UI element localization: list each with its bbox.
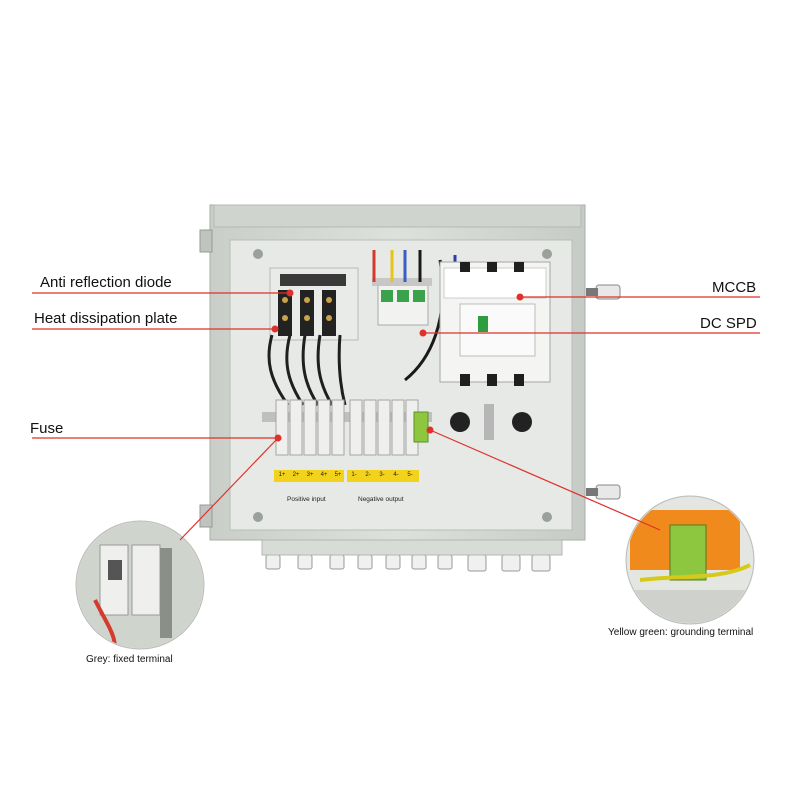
zoom-fixed-terminal: [75, 520, 205, 650]
label-negative-output: Negative output: [358, 496, 404, 503]
negative-terminal: 3-: [379, 472, 385, 478]
indicator-knobs: [450, 404, 532, 440]
positive-terminal: 2+: [292, 472, 300, 478]
mccb-breaker: [439, 261, 551, 386]
positive-terminal: 4+: [320, 472, 328, 478]
label-anti-reflection-diode: Anti reflection diode: [40, 274, 172, 291]
negative-terminal: 1-: [351, 472, 357, 478]
negative-terminal: 2-: [365, 472, 371, 478]
cable-glands: [261, 539, 563, 572]
positive-terminal: 3+: [306, 472, 314, 478]
label-yellow-green-grounding: Yellow green: grounding terminal: [608, 627, 754, 638]
fuse-holders: [262, 399, 432, 456]
negative-terminal: 5-: [407, 472, 413, 478]
leader-dots: [271, 289, 524, 442]
heat-dissipation-plate: [269, 267, 359, 341]
positive-terminal: 5+: [334, 472, 342, 478]
label-positive-input: Positive input: [287, 496, 326, 503]
label-mccb: MCCB: [712, 279, 757, 296]
leader-lines: [32, 292, 760, 541]
label-grey-fixed-terminal: Grey: fixed terminal: [86, 654, 173, 665]
dc-spd: [372, 278, 432, 326]
zoom-grounding-terminal: [625, 495, 755, 625]
diode-wires: [267, 334, 347, 406]
negative-terminal: 4-: [393, 472, 399, 478]
enclosure-box: [199, 204, 621, 541]
label-heat-dissipation-plate: Heat dissipation plate: [34, 310, 178, 327]
label-fuse: Fuse: [30, 420, 64, 437]
positive-terminal: 1+: [278, 472, 286, 478]
terminal-label-strips: [274, 470, 419, 482]
label-dc-spd: DC SPD: [700, 315, 757, 332]
